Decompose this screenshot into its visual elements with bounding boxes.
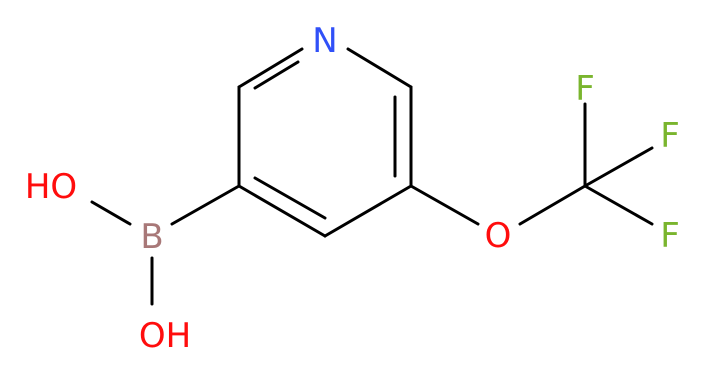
bond-c3-c4 xyxy=(237,184,327,238)
hydroxyl-atom-label-upper: HO xyxy=(25,167,77,207)
bond-c6-n xyxy=(346,47,413,89)
bond-c5-o xyxy=(409,184,480,226)
hydroxyl-atom-label-lower: OH xyxy=(139,316,191,356)
nitrogen-atom-label: N xyxy=(312,21,337,61)
fluorine-atom-label-lower-right: F xyxy=(660,216,680,256)
bond-c4-c5 xyxy=(323,184,413,238)
fluorine-atom-label-top: F xyxy=(575,69,595,109)
bond-n-c2 xyxy=(237,47,304,89)
fluorine-atom-label-upper-right: F xyxy=(660,116,680,156)
bond-c-f-upper-right xyxy=(583,146,654,188)
bond-o-cf3 xyxy=(518,184,587,226)
boron-atom-label: B xyxy=(140,217,163,257)
ether-oxygen-atom-label: O xyxy=(485,216,512,256)
bond-c3-b xyxy=(170,184,241,226)
bond-c3-c4-inner xyxy=(253,176,327,220)
bond-b-o-upper xyxy=(90,200,132,226)
bond-c-f-lower-right xyxy=(583,184,654,226)
bond-n-c2-inner xyxy=(253,60,300,90)
atom-labels: N O F F F B HO OH xyxy=(25,21,680,356)
bonds xyxy=(90,47,654,306)
